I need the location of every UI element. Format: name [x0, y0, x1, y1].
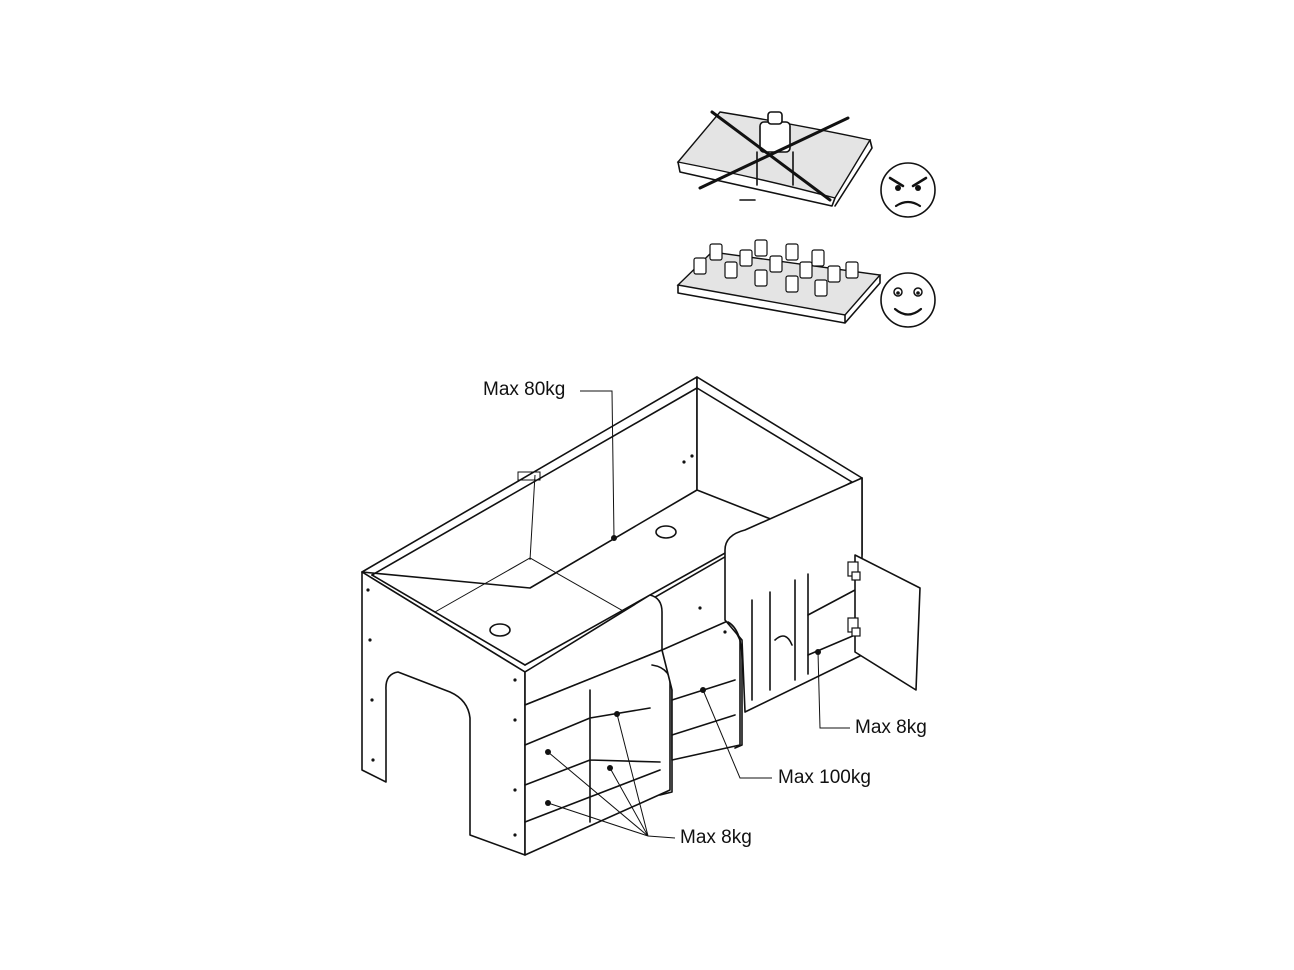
angry-face-icon [880, 162, 936, 218]
cube-shelves-load-label: Max 8kg [680, 827, 752, 848]
top-surface-load-label: Max 80kg [483, 379, 566, 400]
middle-shelf-load-label: Max 100kg [778, 767, 871, 788]
leader-lines [545, 390, 850, 839]
distributed-load-illustration [676, 239, 882, 324]
cabinet-shelf-load-label: Max 8kg [855, 717, 927, 738]
smiling-face-icon [880, 272, 936, 328]
cabin-bed-drawing [361, 376, 921, 856]
concentrated-load-illustration [676, 110, 873, 207]
